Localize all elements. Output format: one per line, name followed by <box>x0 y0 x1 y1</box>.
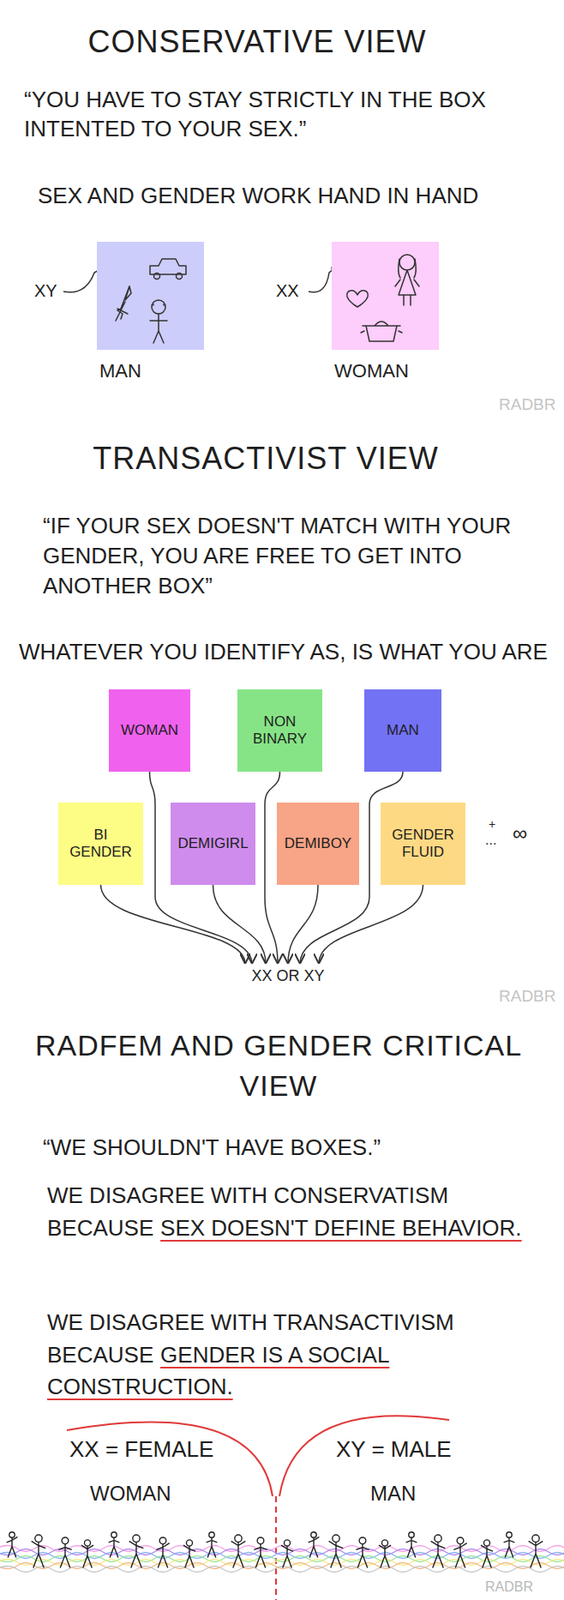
box-label: XX OR XY <box>246 966 330 986</box>
sex-definition: XY = MALE <box>336 1434 452 1464</box>
box-caption: WOMAN <box>334 360 409 383</box>
boy-items-drawing <box>96 241 204 350</box>
leader-line <box>63 269 101 293</box>
quote: “WE SHOULDN'T HAVE BOXES.” <box>42 1133 558 1163</box>
man-box: MAN <box>96 241 204 350</box>
box-label: DEMIBOY <box>279 834 357 852</box>
watermark: RADBR <box>498 394 557 416</box>
infinity-sign: ∞ <box>512 819 528 846</box>
section-heading: CONSERVATIVE VIEW <box>0 22 515 63</box>
girl-items-drawing <box>331 241 439 350</box>
identity-box: MAN <box>364 689 442 772</box>
quote: “YOU HAVE TO STAY STRICTLY IN THE BOX IN… <box>24 85 509 144</box>
section-heading: TRANSACTIVIST VIEW <box>0 438 532 480</box>
statement: WHATEVER YOU IDENTIFY AS, IS WHAT YOU AR… <box>18 637 556 667</box>
connector-arrow <box>318 884 424 964</box>
connector-arrow <box>288 884 318 964</box>
box-label: DEMIGIRL <box>172 834 253 852</box>
statement: SEX AND GENDER WORK HAND IN HAND <box>37 181 561 211</box>
section-heading: RADFEM AND GENDER CRITICAL VIEW <box>8 1025 549 1106</box>
identity-box: DEMIGIRL <box>170 802 256 885</box>
box-label: BI GENDER <box>58 826 144 862</box>
box-caption: MAN <box>99 360 142 383</box>
watermark: RADBR <box>485 1578 534 1596</box>
box-label: NON BINARY <box>237 713 323 749</box>
leader-line <box>308 269 334 293</box>
connector-arrow <box>101 884 246 964</box>
paragraph: WE DISAGREE WITH CONSERVATISM BECAUSESEX… <box>47 1179 545 1244</box>
crowd <box>0 1531 564 1572</box>
watermark: RADBR <box>498 985 557 1008</box>
category-label: WOMAN <box>90 1479 172 1506</box>
paragraph: WE DISAGREE WITH TRANSACTIVISM BECAUSEGE… <box>47 1306 545 1404</box>
sex-definition: XX = FEMALE <box>69 1434 214 1464</box>
identity-box: NON BINARY <box>237 689 323 772</box>
identity-box: GENDER FLUID <box>380 802 466 885</box>
woman-box: WOMAN <box>331 241 439 350</box>
target-text-node: XX OR XY <box>240 963 336 990</box>
box-label: MAN <box>381 721 425 739</box>
quote: “IF YOUR SEX DOESN'T MATCH WITH YOUR GEN… <box>42 510 523 601</box>
identity-box: WOMAN <box>108 689 191 772</box>
category-label: MAN <box>370 1479 416 1506</box>
chromosome-label: XY <box>34 279 58 302</box>
connector-arrow <box>213 884 267 964</box>
argument-underlined: SEX DOESN'T DEFINE BEHAVIOR. <box>160 1214 522 1241</box>
box-label: WOMAN <box>115 721 184 739</box>
ellipsis: ... <box>485 831 497 850</box>
chromosome-label: XX <box>276 279 300 302</box>
plus-sign: + <box>488 816 496 832</box>
box-label: GENDER FLUID <box>380 826 466 862</box>
identity-box: DEMIBOY <box>276 802 360 885</box>
identity-box: BI GENDER <box>58 802 144 885</box>
